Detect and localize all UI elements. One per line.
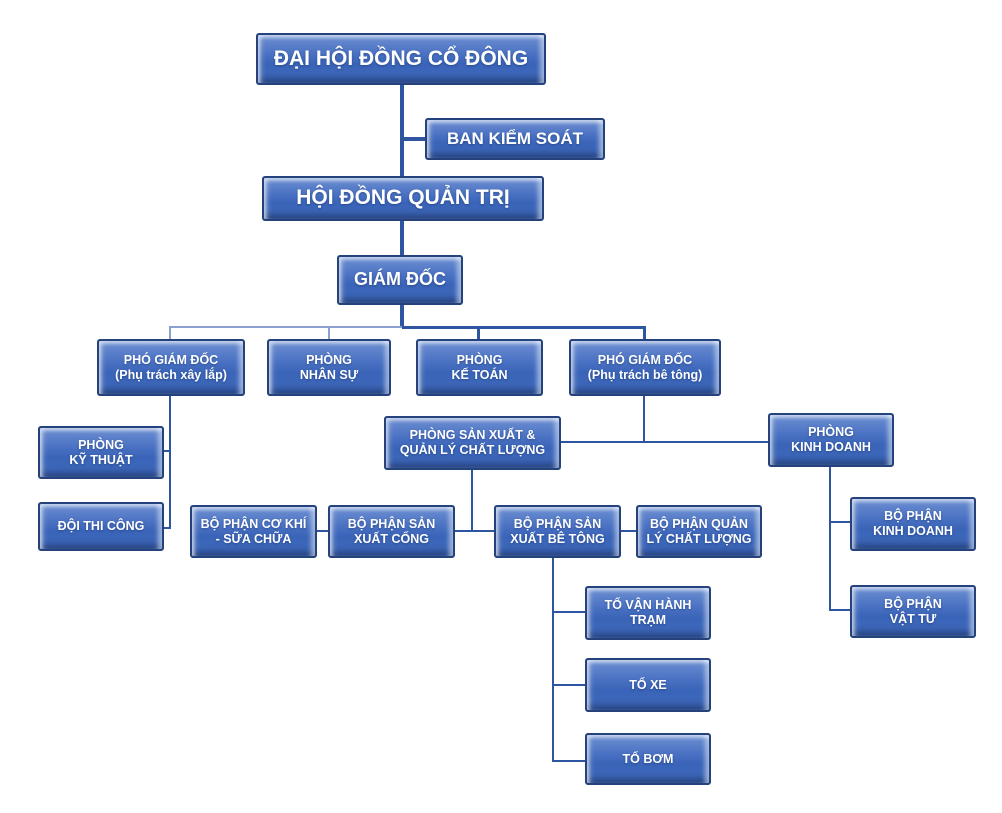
node-sales-department: PHÒNG KINH DOANH [768,413,894,467]
connector-drop-hr [328,326,330,340]
connector-production-sales-spine [560,441,768,443]
node-accounting-department: PHÒNG KẾ TOÁN [416,339,543,396]
node-hr-department: PHÒNG NHÂN SỰ [267,339,391,396]
connector-drop-vice-concrete [643,326,646,340]
connector-pipe-concrete-gap [453,530,495,532]
connector-supervisory-stub [402,137,426,141]
node-supervisory-board: BAN KIỂM SOÁT [425,118,605,160]
node-mechanical-repair-unit: BỘ PHẬN CƠ KHÍ - SỮA CHỮA [190,505,317,558]
connector-stub-technical [162,450,171,452]
node-production-quality-department: PHÒNG SẢN XUẤT & QUẢN LÝ CHẤT LƯỢNG [384,416,561,470]
node-board-of-directors: HỘI ĐỒNG QUẢN TRỊ [262,176,544,221]
node-vice-director-construction: PHÓ GIÁM ĐỐC (Phụ trách xây lắp) [97,339,245,396]
connector-vice-construction-trunk [169,395,171,529]
connector-row4-spine-right [402,326,645,329]
connector-drop-accounting [477,326,480,340]
node-construction-team: ĐỘI THI CÔNG [38,502,164,551]
node-shareholders-meeting: ĐẠI HỘI ĐỒNG CỔ ĐÔNG [256,33,546,85]
node-technical-department: PHÒNG KỸ THUẬT [38,426,164,479]
connector-shareholders-board [400,84,404,177]
connector-concrete-unit-trunk [552,556,554,762]
connector-stub-vehicle-team [552,684,586,686]
connector-stub-materials-unit [829,609,851,611]
node-sales-unit: BỘ PHẬN KINH DOANH [850,497,976,551]
connector-mech-pipe-gap [315,530,329,532]
connector-production-trunk [471,469,473,532]
node-vice-director-concrete: PHÓ GIÁM ĐỐC (Phụ trách bê tông) [569,339,721,396]
connector-stub-station-team [552,611,586,613]
connector-stub-pump-team [552,760,586,762]
connector-stub-sales-unit [829,521,851,523]
connector-row4-spine-left [169,326,402,328]
connector-board-director [400,220,404,256]
node-vehicle-team: TỔ XE [585,658,711,712]
node-materials-unit: BỘ PHẬN VẬT TƯ [850,585,976,638]
connector-sales-trunk [829,465,831,611]
connector-director-drop [400,304,404,327]
node-concrete-production-unit: BỘ PHẬN SẢN XUẤT BÊ TÔNG [494,505,621,558]
node-pipe-production-unit: BỘ PHẬN SẢN XUẤT CỐNG [328,505,455,558]
node-station-operation-team: TỔ VẬN HÀNH TRẠM [585,586,711,640]
node-director: GIÁM ĐỐC [337,255,463,305]
connector-vice-concrete-drop [643,395,645,443]
node-pump-team: TỔ BƠM [585,733,711,785]
connector-concrete-quality-gap [619,530,637,532]
connector-drop-vice-construction [169,326,171,340]
connector-stub-construction-team [162,527,171,529]
node-quality-management-unit: BỘ PHẬN QUẢN LÝ CHẤT LƯỢNG [636,505,762,558]
